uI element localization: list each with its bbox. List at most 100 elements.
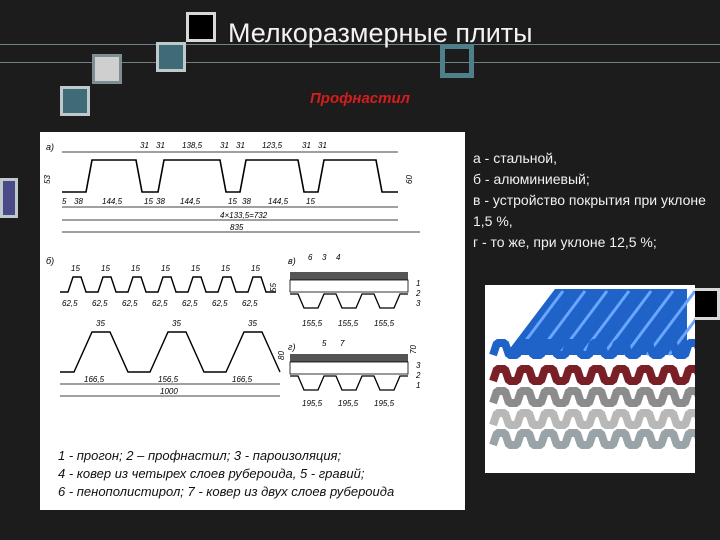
b2-bottom-dim: 166,5 <box>232 375 253 384</box>
v-bottom-dim: 155,5 <box>374 319 395 328</box>
g-bottom-dim: 195,5 <box>374 399 395 408</box>
legend-item: г - то же, при уклоне 12,5 %; <box>473 234 657 250</box>
deco-square-grey <box>92 54 122 84</box>
g-label: 7 <box>340 339 345 348</box>
slide-subtitle: Профнастил <box>310 90 410 107</box>
label-g: г) <box>288 342 295 352</box>
g-layer-insulation <box>289 361 409 375</box>
b-top-dim: 15 <box>131 264 140 273</box>
b-bottom-dims: 62,5 62,5 62,5 62,5 62,5 62,5 62,5 <box>62 299 258 308</box>
a-top-dim: 123,5 <box>262 141 283 150</box>
label-v: в) <box>288 256 296 266</box>
v-side-labels: 1 2 3 <box>415 279 421 308</box>
g-side-label: 3 <box>416 361 421 370</box>
g-side-label: 2 <box>415 371 421 380</box>
caption-line: 6 - пенополистирол; 7 - ковер из двух сл… <box>58 484 395 499</box>
sheet-rib-highlight <box>645 290 695 356</box>
v-top-labels: 6 3 4 <box>308 253 341 262</box>
a-top-dim: 31 <box>236 141 245 150</box>
sheet-profile <box>489 387 695 407</box>
caption-list: 1 - прогон; 2 – профнастил; 3 - пароизол… <box>58 447 394 501</box>
deco-square-teal-left <box>60 86 90 116</box>
v-bottom-dims: 155,5 155,5 155,5 <box>302 319 395 328</box>
a-bottom-dims: 5 38 144,5 15 38 144,5 15 38 144,5 15 <box>62 197 315 206</box>
b-top-dim: 15 <box>221 264 230 273</box>
a-top-dims: 31 31 138,5 31 31 123,5 31 31 <box>140 141 327 150</box>
b-bottom-dim: 62,5 <box>122 299 138 308</box>
v-bottom-dim: 155,5 <box>338 319 359 328</box>
b2-bottom-dims: 166,5 156,5 166,5 <box>84 375 253 384</box>
b-height: 55 <box>269 283 278 292</box>
v-label: 4 <box>336 253 341 262</box>
b2-top-dim: 35 <box>172 319 181 328</box>
a-top-dim: 31 <box>318 141 327 150</box>
v-side-label: 2 <box>415 289 421 298</box>
legend-item: б - алюминиевый; <box>473 171 590 187</box>
v-layer-gravel <box>290 272 408 280</box>
b-bottom-dim: 62,5 <box>212 299 228 308</box>
header-rule-lower <box>0 62 720 63</box>
a-bottom-dim: 144,5 <box>180 197 201 206</box>
a-span-formula: 4×133,5=732 <box>220 211 268 220</box>
v-label: 6 <box>308 253 313 262</box>
b2-total: 1000 <box>160 387 178 396</box>
b2-bottom-dim: 166,5 <box>84 375 105 384</box>
legend-list: а - стальной, б - алюминиевый; в - устро… <box>473 148 713 253</box>
b-top-dims: 15 15 15 15 15 15 15 <box>71 264 260 273</box>
sheet-profile <box>489 409 695 429</box>
b-bottom-dim: 62,5 <box>182 299 198 308</box>
g-height: 70 <box>409 345 418 354</box>
sheet-rib-highlight <box>601 290 653 356</box>
g-top-labels: 5 7 <box>322 339 345 348</box>
b-bottom-dim: 62,5 <box>92 299 108 308</box>
b2-bottom-dim: 156,5 <box>158 375 179 384</box>
b-top-dim: 15 <box>101 264 110 273</box>
deco-square-black-right <box>692 288 720 320</box>
b-top-dim: 15 <box>191 264 200 273</box>
a-bottom-dim: 5 <box>62 197 67 206</box>
a-bottom-dim: 144,5 <box>102 197 123 206</box>
b2-top-dim: 35 <box>96 319 105 328</box>
v-side-label: 1 <box>416 279 420 288</box>
a-top-dim: 31 <box>220 141 229 150</box>
g-side-labels: 3 2 1 <box>415 361 421 390</box>
profile-drawing-panel: а) 31 31 138,5 31 31 123,5 31 31 53 60 5… <box>40 132 465 510</box>
a-top-dim: 31 <box>140 141 149 150</box>
b2-top-dim: 35 <box>248 319 257 328</box>
caption-line: 4 - ковер из четырех слоев рубероида, 5 … <box>58 466 365 481</box>
g-label: 5 <box>322 339 327 348</box>
a-bottom-dim: 15 <box>144 197 153 206</box>
a-top-dim: 138,5 <box>182 141 203 150</box>
a-total: 835 <box>230 223 244 232</box>
legend-item: в - устройство покрытия при уклоне 1,5 %… <box>473 192 706 229</box>
g-bottom-dims: 195,5 195,5 195,5 <box>302 399 395 408</box>
b-top-dim: 15 <box>251 264 260 273</box>
a-top-dim: 31 <box>302 141 311 150</box>
v-side-label: 3 <box>416 299 421 308</box>
sheet-profile <box>489 339 695 359</box>
b-bottom-dim: 62,5 <box>62 299 78 308</box>
g-side-label: 1 <box>416 381 420 390</box>
deco-square-black <box>186 12 216 42</box>
caption-line: 1 - прогон; 2 – профнастил; 3 - пароизол… <box>58 448 342 463</box>
g-bottom-dim: 195,5 <box>338 399 359 408</box>
b2-top-dims: 35 35 35 <box>96 319 257 328</box>
deco-square-teal <box>156 42 186 72</box>
a-bottom-dim: 38 <box>242 197 251 206</box>
b2-height: 80 <box>277 351 286 360</box>
label-b: б) <box>46 256 54 266</box>
a-height-left: 53 <box>43 175 52 184</box>
v-bottom-dim: 155,5 <box>302 319 323 328</box>
deco-square-outline <box>440 44 474 78</box>
b-bottom-dim: 62,5 <box>152 299 168 308</box>
v-layer-insulation <box>289 279 409 293</box>
a-bottom-dim: 38 <box>74 197 83 206</box>
sheet-photo-image <box>489 289 695 449</box>
a-bottom-dim: 15 <box>306 197 315 206</box>
label-a: а) <box>46 142 54 152</box>
v-label: 3 <box>322 253 327 262</box>
a-height-right: 60 <box>405 175 414 184</box>
a-top-dim: 31 <box>156 141 165 150</box>
slide-title: Мелкоразмерные плиты <box>228 18 533 48</box>
a-bottom-dim: 144,5 <box>268 197 289 206</box>
